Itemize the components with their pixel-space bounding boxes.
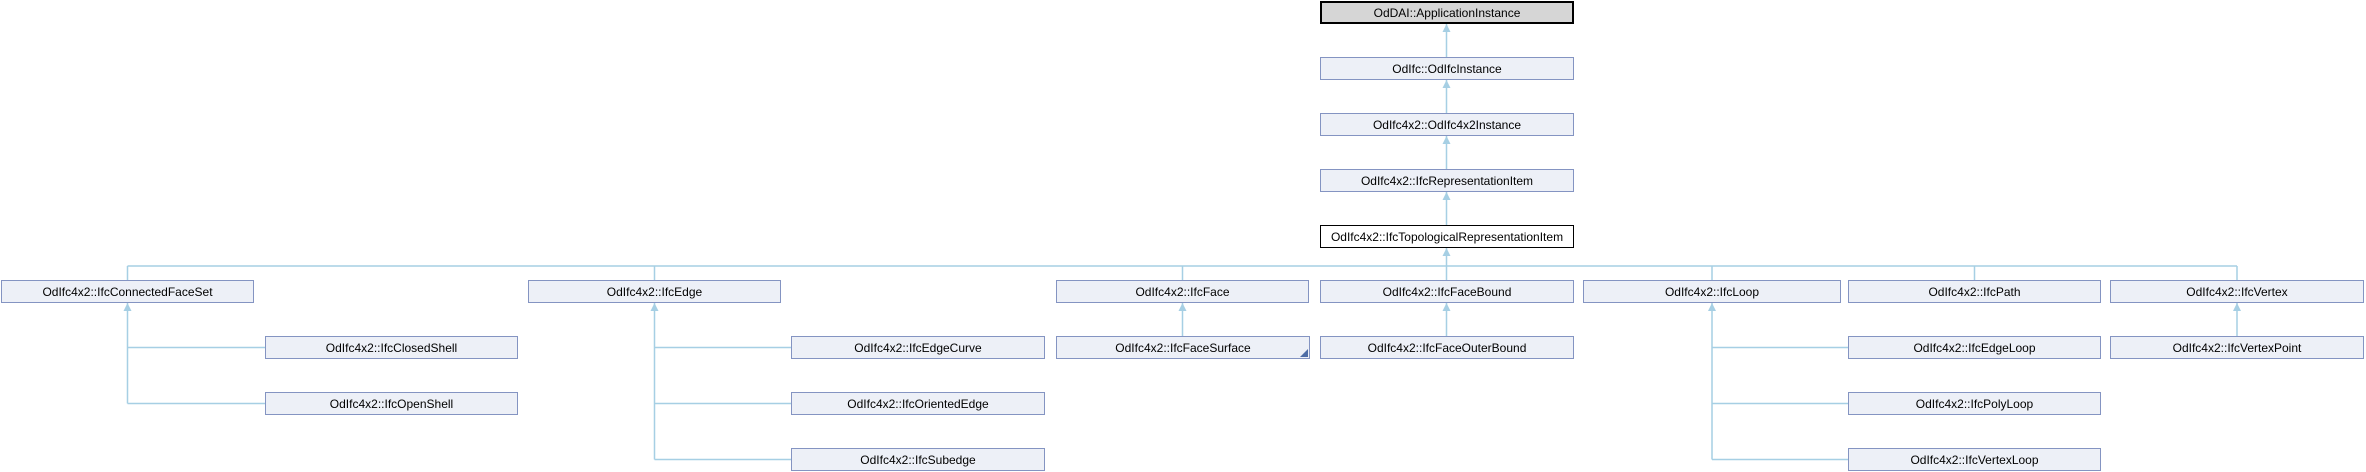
class-node-label: OdIfc4x2::IfcFaceSurface	[1115, 340, 1251, 355]
class-node-odifc4x2-ifcedgeloop[interactable]: OdIfc4x2::IfcEdgeLoop	[1848, 336, 2101, 359]
class-node-odifc4x2-odifc4x2instance[interactable]: OdIfc4x2::OdIfc4x2Instance	[1320, 113, 1574, 136]
class-node-odifc4x2-ifcedgecurve[interactable]: OdIfc4x2::IfcEdgeCurve	[791, 336, 1045, 359]
class-node-odifc4x2-ifcorientededge[interactable]: OdIfc4x2::IfcOrientedEdge	[791, 392, 1045, 415]
class-node-odifc4x2-ifcvertex[interactable]: OdIfc4x2::IfcVertex	[2110, 280, 2364, 303]
class-node-odifc4x2-ifcface[interactable]: OdIfc4x2::IfcFace	[1056, 280, 1309, 303]
class-node-odifc4x2-ifcpath[interactable]: OdIfc4x2::IfcPath	[1848, 280, 2101, 303]
class-node-odifc4x2-ifcedge[interactable]: OdIfc4x2::IfcEdge	[528, 280, 781, 303]
class-node-odifc4x2-ifcpolyloop[interactable]: OdIfc4x2::IfcPolyLoop	[1848, 392, 2101, 415]
class-node-odifc4x2-ifcvertexpoint[interactable]: OdIfc4x2::IfcVertexPoint	[2110, 336, 2364, 359]
class-node-odifc4x2-ifcfaceouterbound[interactable]: OdIfc4x2::IfcFaceOuterBound	[1320, 336, 1574, 359]
class-node-odifc4x2-ifcrepresentationitem[interactable]: OdIfc4x2::IfcRepresentationItem	[1320, 169, 1574, 192]
class-node-odifc4x2-ifcopenshell[interactable]: OdIfc4x2::IfcOpenShell	[265, 392, 518, 415]
class-node-odifc4x2-ifctopologicalrepresentationitem: OdIfc4x2::IfcTopologicalRepresentationIt…	[1320, 225, 1574, 248]
class-node-odifc4x2-ifcclosedshell[interactable]: OdIfc4x2::IfcClosedShell	[265, 336, 518, 359]
class-node-odifc4x2-ifcsubedge[interactable]: OdIfc4x2::IfcSubedge	[791, 448, 1045, 471]
class-node-odifc4x2-ifcvertexloop[interactable]: OdIfc4x2::IfcVertexLoop	[1848, 448, 2101, 471]
class-node-odifc4x2-ifcloop[interactable]: OdIfc4x2::IfcLoop	[1583, 280, 1841, 303]
class-node-odifc4x2-ifcconnectedfaceset[interactable]: OdIfc4x2::IfcConnectedFaceSet	[1, 280, 254, 303]
has-subclasses-indicator	[1300, 349, 1308, 357]
class-node-odifc-odifcinstance[interactable]: OdIfc::OdIfcInstance	[1320, 57, 1574, 80]
class-node-odifc4x2-ifcfacesurface[interactable]: OdIfc4x2::IfcFaceSurface	[1056, 336, 1310, 359]
class-node-oddai-applicationinstance[interactable]: OdDAI::ApplicationInstance	[1320, 1, 1574, 24]
class-node-odifc4x2-ifcfacebound[interactable]: OdIfc4x2::IfcFaceBound	[1320, 280, 1574, 303]
